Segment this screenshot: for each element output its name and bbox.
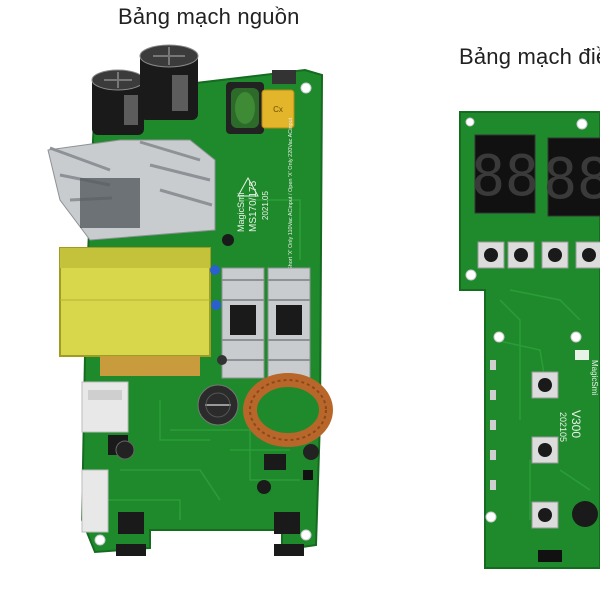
ceramic-capacitor: [211, 300, 221, 310]
transformer: [59, 247, 211, 376]
display-digits: 88: [471, 144, 538, 209]
model-label: MS170/175: [248, 180, 259, 232]
buzzer: [572, 501, 598, 527]
small-component: [303, 470, 313, 480]
seven-segment-display-1: 88: [471, 134, 539, 214]
copper-toroid-inductor: [243, 373, 333, 447]
warning-triangle-icon: [237, 176, 259, 197]
connector-black: [274, 512, 300, 534]
small-capacitor: [115, 440, 135, 460]
small-capacitor: [257, 480, 271, 494]
mount-hole: [465, 269, 477, 281]
common-mode-choke: [226, 82, 264, 134]
connector-black: [274, 544, 304, 556]
power-board: Cx MS170/175 MagicSmi: [47, 44, 333, 556]
connector-black: [116, 544, 146, 556]
silkscreen-labels: MagicSmi V300 202105: [558, 350, 599, 442]
date-label: 2021.05: [261, 191, 270, 220]
tactile-button: [531, 371, 559, 399]
tactile-button: [531, 436, 559, 464]
tactile-button: [541, 241, 569, 269]
mount-hole: [485, 511, 497, 523]
tactile-button: [575, 241, 600, 269]
heatsink-small-left: [221, 267, 265, 379]
ceramic-capacitor: [210, 265, 220, 275]
pin-header: [538, 550, 562, 562]
connector-white-2: [81, 469, 109, 533]
control-board: 88 88 MagicSmi V300 202105: [459, 111, 600, 569]
silkscreen-labels: MS170/175 MagicSmi 2021.05 Short 'X' Onl…: [236, 117, 294, 270]
pcb-traces: [494, 289, 591, 520]
cap-label: Cx: [273, 105, 283, 114]
smd-components: [490, 360, 496, 490]
mount-hole: [300, 529, 312, 541]
brand-label: MagicSmi: [590, 360, 599, 395]
model-label: V300: [569, 410, 583, 438]
brand-logo-icon: [575, 350, 589, 360]
electrolytic-capacitor-3: [197, 384, 239, 426]
pcb-traces: [100, 199, 301, 520]
heatsink-large: [47, 139, 216, 241]
tactile-button: [531, 501, 559, 529]
mount-hole: [576, 118, 588, 130]
brand-label: MagicSmi: [236, 192, 246, 232]
electrolytic-capacitor-1: [91, 69, 145, 135]
electrolytic-capacitor-2: [139, 44, 199, 120]
mount-hole: [465, 117, 475, 127]
connector-white-1: [81, 381, 129, 433]
small-capacitor: [303, 444, 319, 460]
fuse: [272, 70, 296, 84]
small-capacitor: [222, 234, 234, 246]
tactile-button: [477, 241, 505, 269]
date-label: 202105: [558, 412, 568, 442]
mount-hole: [493, 331, 505, 343]
seven-segment-display-2: 88: [543, 137, 600, 217]
heatsink-small-right: [267, 267, 311, 379]
small-capacitor: [217, 355, 227, 365]
display-digits: 88: [543, 147, 600, 212]
mount-hole: [570, 331, 582, 343]
mount-hole: [300, 82, 312, 94]
control-board-caption: Bảng mạch điề: [459, 44, 600, 69]
connector-black: [118, 512, 144, 534]
tactile-button: [507, 241, 535, 269]
mount-hole: [94, 534, 106, 546]
voltage-warning: Short 'X' Only 110Vac ACinput / Open 'X'…: [288, 117, 294, 270]
ic-chip: [264, 454, 286, 470]
power-board-caption: Bảng mạch nguồn: [118, 4, 300, 29]
x-capacitor: Cx: [261, 89, 295, 129]
